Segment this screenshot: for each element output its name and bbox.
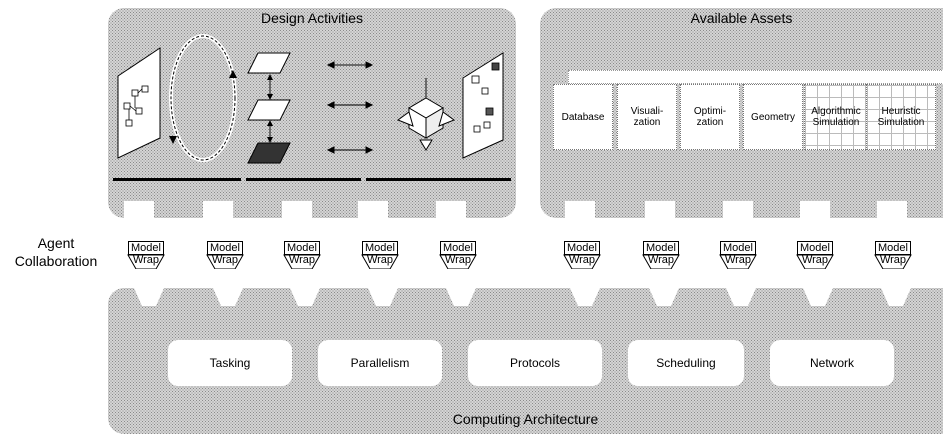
panel-notch — [124, 201, 154, 218]
computing-panel-notches — [134, 288, 911, 306]
model-wrap-top: Model — [643, 241, 679, 255]
service-label: Scheduling — [656, 356, 716, 370]
panel-notch — [645, 201, 675, 218]
panel-notch — [800, 201, 830, 218]
asset-database: Database — [553, 84, 613, 150]
service-parallelism: Parallelism — [318, 340, 442, 386]
computing-architecture-title: Computing Architecture — [452, 411, 599, 427]
model-wrap-bottom: Wrap — [724, 254, 752, 266]
model-wrap-bottom: Wrap — [288, 254, 316, 266]
model-wrap-bottom: Wrap — [879, 254, 907, 266]
model-wrap-top: Model — [362, 241, 398, 255]
available-assets-title: Available Assets — [690, 10, 793, 26]
asset-algorithmic-simulation: Algorithmic Simulation — [804, 84, 868, 150]
design-activities-illustration — [113, 34, 511, 181]
service-label: Parallelism — [350, 356, 410, 370]
panel-notch — [358, 201, 388, 218]
asset-optimization: Optimi- zation — [680, 84, 740, 150]
panel-notch — [723, 201, 753, 218]
model-wrap-bottom: Wrap — [132, 254, 160, 266]
agent-label-line2: Collaboration — [14, 253, 98, 269]
panel-notch — [436, 201, 466, 218]
model-wrap-bottom: Wrap — [647, 254, 675, 266]
model-wrap-bottom: Wrap — [568, 254, 596, 266]
agent-label-line1: Agent — [37, 235, 75, 251]
service-protocols: Protocols — [468, 340, 602, 386]
model-wrap-bottom: Wrap — [366, 254, 394, 266]
asset-label-line1: Algorithmic — [811, 106, 861, 117]
model-wrap-top: Model — [207, 241, 243, 255]
panel-notch — [203, 201, 233, 218]
asset-label-line2: Simulation — [877, 117, 925, 128]
model-wrap-bottom: Wrap — [444, 254, 472, 266]
asset-geometry: Geometry — [743, 84, 803, 150]
agent-collaboration-label: Agent Collaboration — [4, 234, 108, 270]
service-label: Network — [809, 356, 854, 370]
model-wrap-bottom: Wrap — [211, 254, 239, 266]
asset-label-line1: Optimi- — [693, 106, 727, 117]
asset-label-line2: Simulation — [812, 117, 860, 128]
asset-block-top — [568, 70, 943, 84]
asset-label: Geometry — [751, 111, 795, 123]
service-scheduling: Scheduling — [628, 340, 744, 386]
model-wrap-top: Model — [564, 241, 600, 255]
design-activities-title: Design Activities — [261, 10, 363, 26]
asset-label-line1: Visuali- — [630, 106, 664, 117]
model-wrap-bottom: Wrap — [801, 254, 829, 266]
panel-notch — [565, 201, 595, 218]
service-tasking: Tasking — [168, 340, 292, 386]
panel-notch — [877, 201, 907, 218]
design-activities-panel — [108, 8, 516, 218]
service-label: Tasking — [209, 356, 251, 370]
asset-label-line2: zation — [633, 117, 661, 128]
service-network: Network — [770, 340, 894, 386]
model-wrap-top: Model — [284, 241, 320, 255]
model-wrap-top: Model — [720, 241, 756, 255]
service-label: Protocols — [509, 356, 561, 370]
asset-label: Database — [561, 111, 605, 123]
model-wrap-top: Model — [440, 241, 476, 255]
asset-label-line2: zation — [696, 117, 724, 128]
model-wrap-top: Model — [128, 241, 164, 255]
panel-notch — [282, 201, 312, 218]
asset-heuristic-simulation: Heuristic Simulation — [866, 84, 936, 150]
model-wrap-top: Model — [797, 241, 833, 255]
asset-label-line1: Heuristic — [881, 106, 921, 117]
asset-visualization: Visuali- zation — [617, 84, 677, 150]
model-wrap-top: Model — [875, 241, 911, 255]
